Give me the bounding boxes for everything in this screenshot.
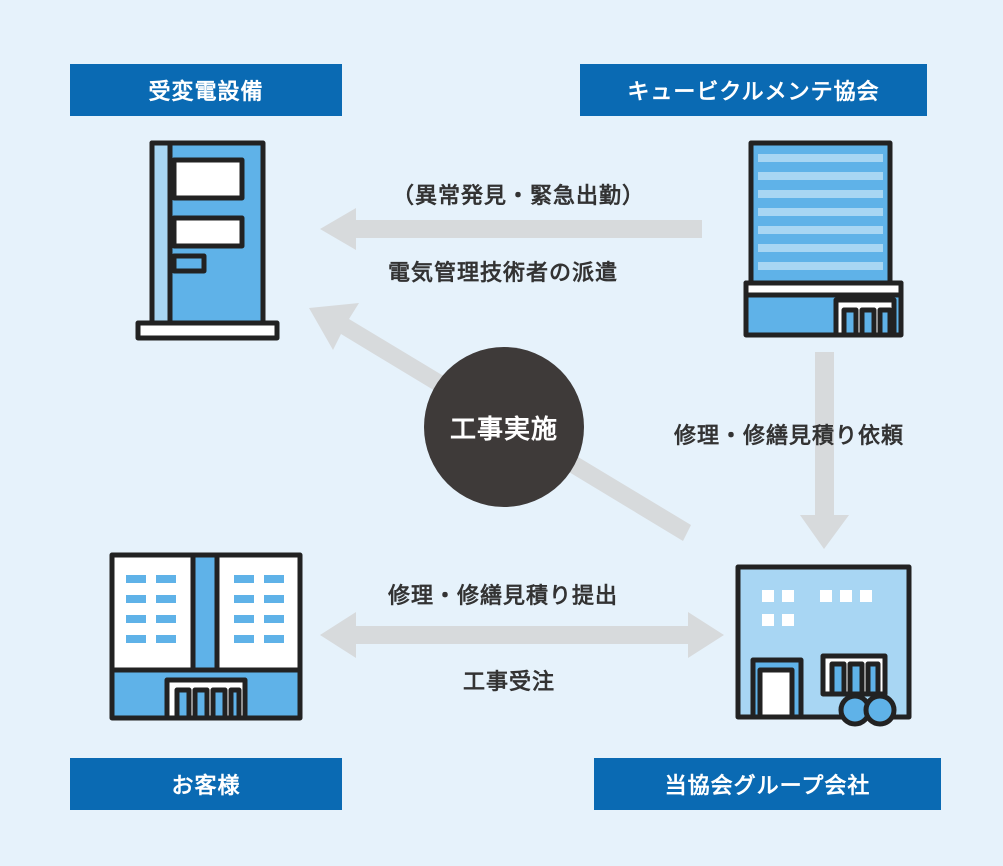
dispatch-text: 電気管理技術者の派遣 [388, 261, 619, 286]
order-text: 工事受注 [463, 670, 556, 695]
request-text: 修理・修繕見積り依頼 [674, 424, 905, 449]
group-company-label: 当協会グループ会社 [594, 758, 941, 810]
customer-building-icon [109, 552, 303, 721]
equipment-label: 受変電設備 [70, 64, 342, 116]
cubicle-icon [135, 140, 280, 341]
estimate-submit-text: 修理・修繕見積り提出 [388, 584, 619, 609]
arrow-dispatch [320, 208, 702, 250]
emergency-text: （異常発見・緊急出勤） [392, 184, 646, 209]
association-building-icon [743, 140, 904, 338]
customer-label: お客様 [70, 758, 342, 810]
arrow-request [800, 352, 849, 549]
group-building-icon [735, 564, 912, 727]
arrow-submit-order [320, 612, 724, 658]
association-label: キュービクルメンテ協会 [580, 64, 927, 116]
construction-circle: 工事実施 [424, 347, 584, 507]
